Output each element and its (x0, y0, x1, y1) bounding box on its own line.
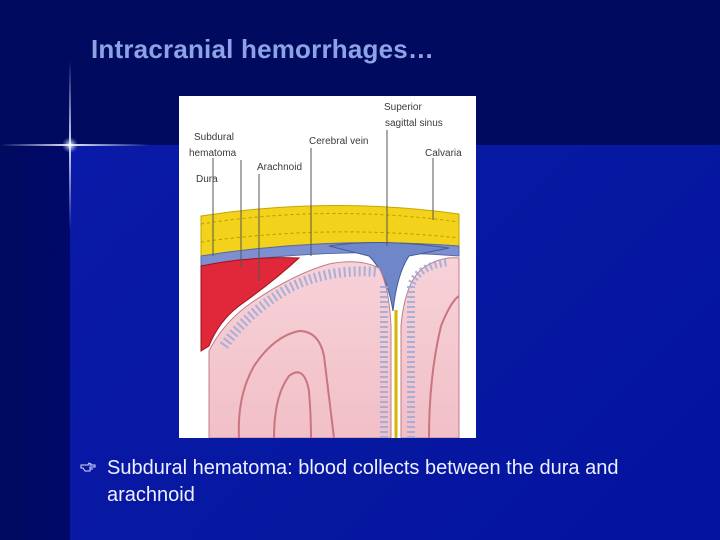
label-cerebral-vein: Cerebral vein (309, 136, 368, 147)
bullet-subdural-hematoma: Subdural hematoma: blood collects betwee… (107, 457, 619, 506)
label-arachnoid: Arachnoid (257, 162, 302, 173)
label-subdural-hematoma-line2: hematoma (189, 148, 237, 159)
slide-left-band (0, 145, 70, 540)
label-superior-sinus-line2: sagittal sinus (385, 118, 443, 129)
label-dura: Dura (196, 174, 218, 185)
subdural-hematoma-diagram: Subdural hematoma Dura Arachnoid Cerebra… (189, 102, 462, 438)
hematoma-region (200, 257, 301, 352)
anatomy-figure: Subdural hematoma Dura Arachnoid Cerebra… (179, 96, 476, 438)
slide-title: Intracranial hemorrhages… (91, 34, 435, 64)
arachnoid-space (219, 266, 378, 349)
lens-flare-core (62, 137, 78, 153)
left-hemisphere (208, 261, 392, 438)
label-calvaria: Calvaria (425, 148, 462, 159)
label-superior-sinus-line1: Superior (384, 102, 422, 113)
label-subdural-hematoma-line1: Subdural (194, 132, 234, 143)
right-hemisphere (400, 257, 460, 438)
pointing-hand-icon (80, 462, 96, 472)
